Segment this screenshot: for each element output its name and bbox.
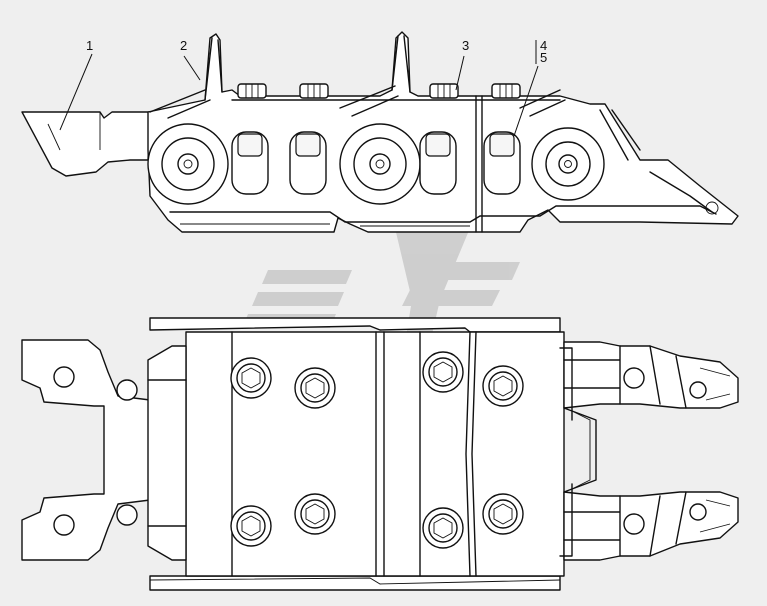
callouts: 1 2 3 4 5 [59, 38, 547, 137]
bolt-heads-top [237, 83, 521, 99]
callout-5: 5 [540, 50, 547, 65]
nut-pockets [231, 131, 521, 195]
callout-2: 2 [180, 38, 187, 53]
side-view [21, 31, 739, 233]
bolts-plan [230, 351, 524, 549]
callout-3: 3 [462, 38, 469, 53]
end-link-left [21, 111, 151, 177]
shoe-plate-top [149, 317, 561, 333]
end-fitting-right [563, 341, 739, 561]
callout-1: 1 [86, 38, 93, 53]
end-fitting-left [21, 339, 151, 561]
plan-view [21, 317, 739, 591]
clevis-left [147, 345, 187, 561]
callout-4: 4 [540, 38, 547, 53]
